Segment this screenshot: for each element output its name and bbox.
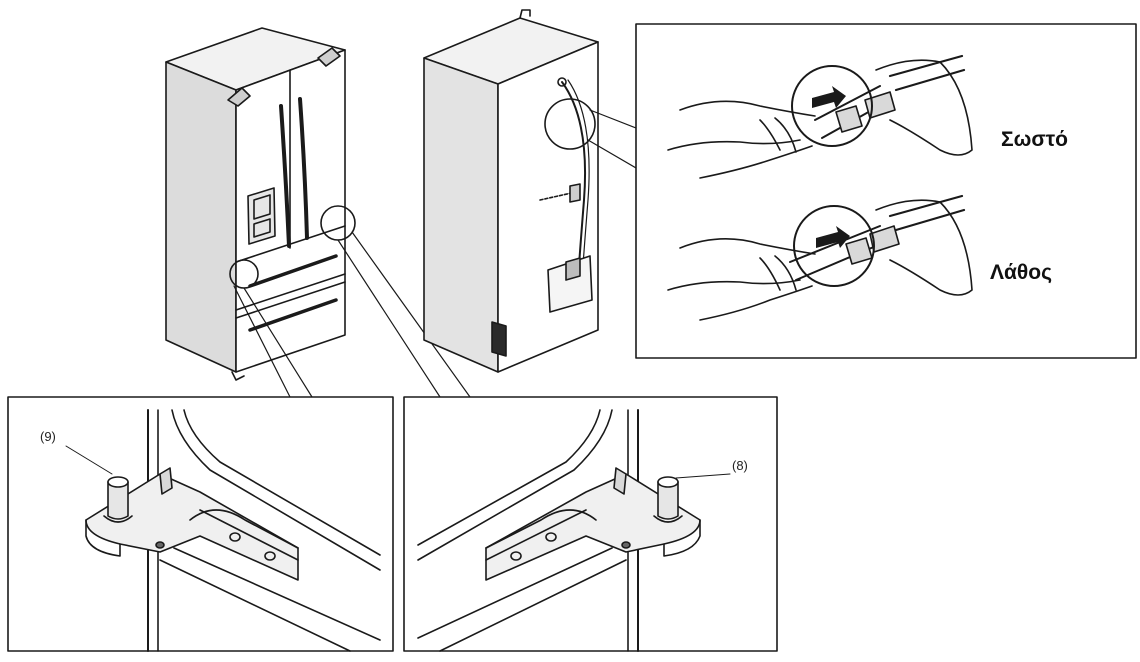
right-hinge-detail-panel [404, 397, 777, 651]
refrigerator-back-illustration [424, 10, 636, 372]
water-connection-detail-panel [636, 24, 1136, 358]
wrong-magnifier [794, 206, 874, 286]
wrong-label: Λάθος [990, 261, 1053, 284]
refrigerator-front-illustration [166, 28, 470, 397]
water-line-magnifier [545, 99, 595, 149]
correct-label: Σωστό [1001, 128, 1068, 151]
part-9-label: (9) [40, 429, 56, 444]
part-8-label: (8) [732, 458, 748, 473]
left-hinge-detail-panel [8, 397, 393, 651]
correct-magnifier [792, 66, 872, 146]
correct-connection-illustration [668, 56, 972, 178]
wrong-connection-illustration [668, 196, 972, 320]
